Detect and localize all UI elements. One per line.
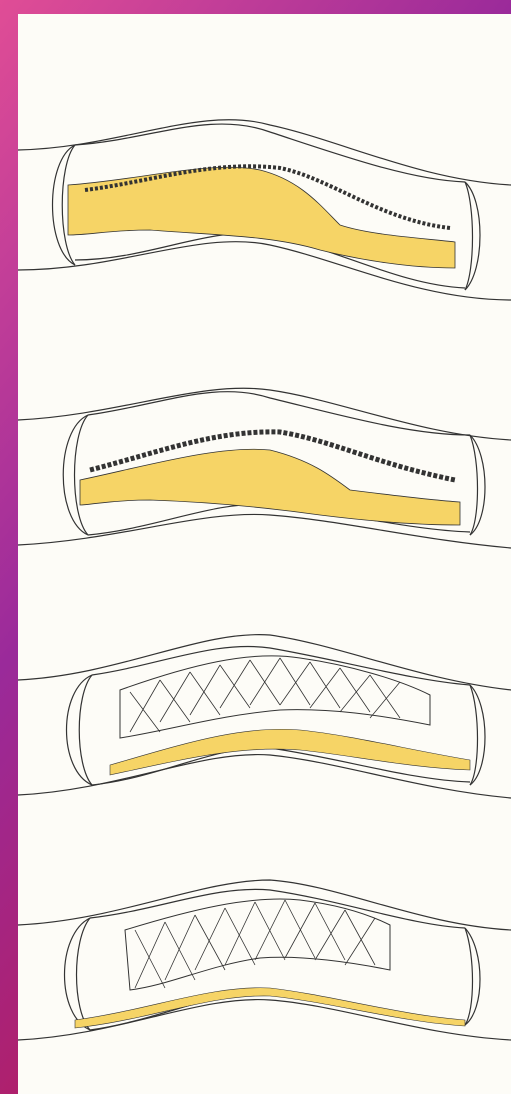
stent-deployed [125,899,390,990]
artery-panel-1 [0,110,511,330]
artery-panel-2 [0,370,511,590]
artery-panel-3 [0,620,511,840]
artery-panel-4 [0,870,511,1090]
